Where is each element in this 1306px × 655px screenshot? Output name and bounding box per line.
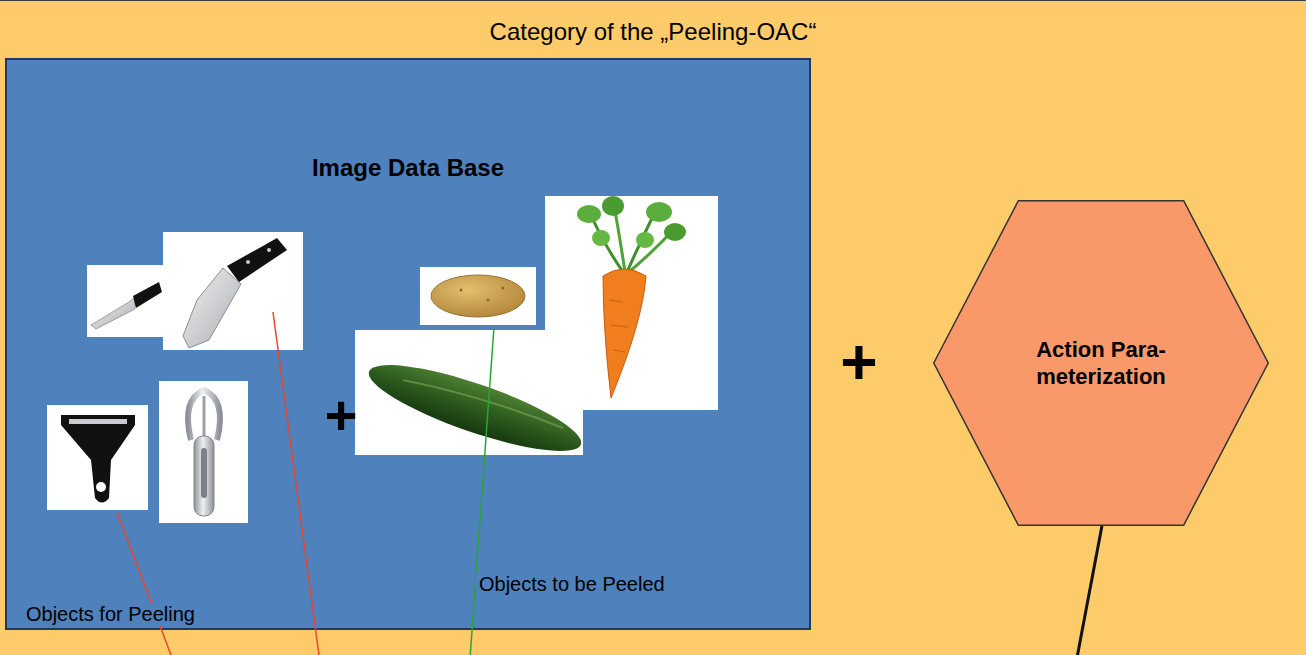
swivel-peeler-handle [194,436,214,516]
potato-eye [460,289,463,292]
group-label: Objects for Peeling [23,603,198,625]
carrot-ridge [609,300,628,352]
peeler-blade [69,419,127,424]
leader-line [273,312,325,655]
photo-ground [420,267,536,325]
swivel-peeler-edge [203,396,206,436]
box-heading: Category of the „Peeling-OAC“ [0,17,1306,47]
cucumber-picture [361,349,588,467]
swivel-peeler-slot [201,448,207,498]
hexagon-shape [934,201,1269,526]
photo-ground [87,265,163,337]
carrot-leaf [646,202,672,222]
knife-blade [91,297,135,329]
carrot-leaf [592,230,610,246]
plus-sign: + [840,326,877,398]
illustration-group [47,196,718,655]
carrot-leaf [664,223,686,241]
knife-handle [133,282,162,308]
image-illustration [7,60,797,632]
plus-sign: + [325,383,358,446]
carrot-leaf [602,196,624,216]
peeler-hole [96,482,106,492]
carrot-root [603,269,646,398]
knife-blade [183,268,241,348]
carrot-picture [577,196,686,398]
carrot-leaf [636,232,654,248]
image-database-box: Image Data Base + Objects to be PeeledObje… [5,58,811,630]
group-label: Objects to be Peeled [476,573,668,595]
photo-ground [47,405,148,510]
group-label-slot: Objects to be Peeled [476,572,668,596]
hexagon-label: Action Para- meterization [1036,336,1166,391]
cucumber-highlight [403,380,563,428]
knife-rivet [267,248,271,252]
photo-ground [163,232,303,350]
knife-rivet [246,260,250,264]
potato-eye [502,287,505,290]
knife-handle [227,238,287,282]
photo-ground [159,381,248,523]
leader-line [117,512,188,655]
panel-illustration-group [1069,515,1104,655]
box-heading: Image Data Base [7,153,809,183]
potato-picture [431,275,525,317]
leader-line [467,327,494,655]
potato-eye [487,299,490,302]
plus-sign-slot: + [325,387,358,443]
y-peeler-picture [61,415,135,503]
leader-line [1069,515,1104,655]
swivel-peeler-blade [188,390,220,440]
action-hexagon: Action Para- meterization [933,200,1269,526]
group-label-slot: Objects for Peeling [23,602,198,626]
carrot-leaf [577,205,601,223]
hexagon-outline [933,200,1269,526]
plus-sign-slot: + [840,330,877,394]
